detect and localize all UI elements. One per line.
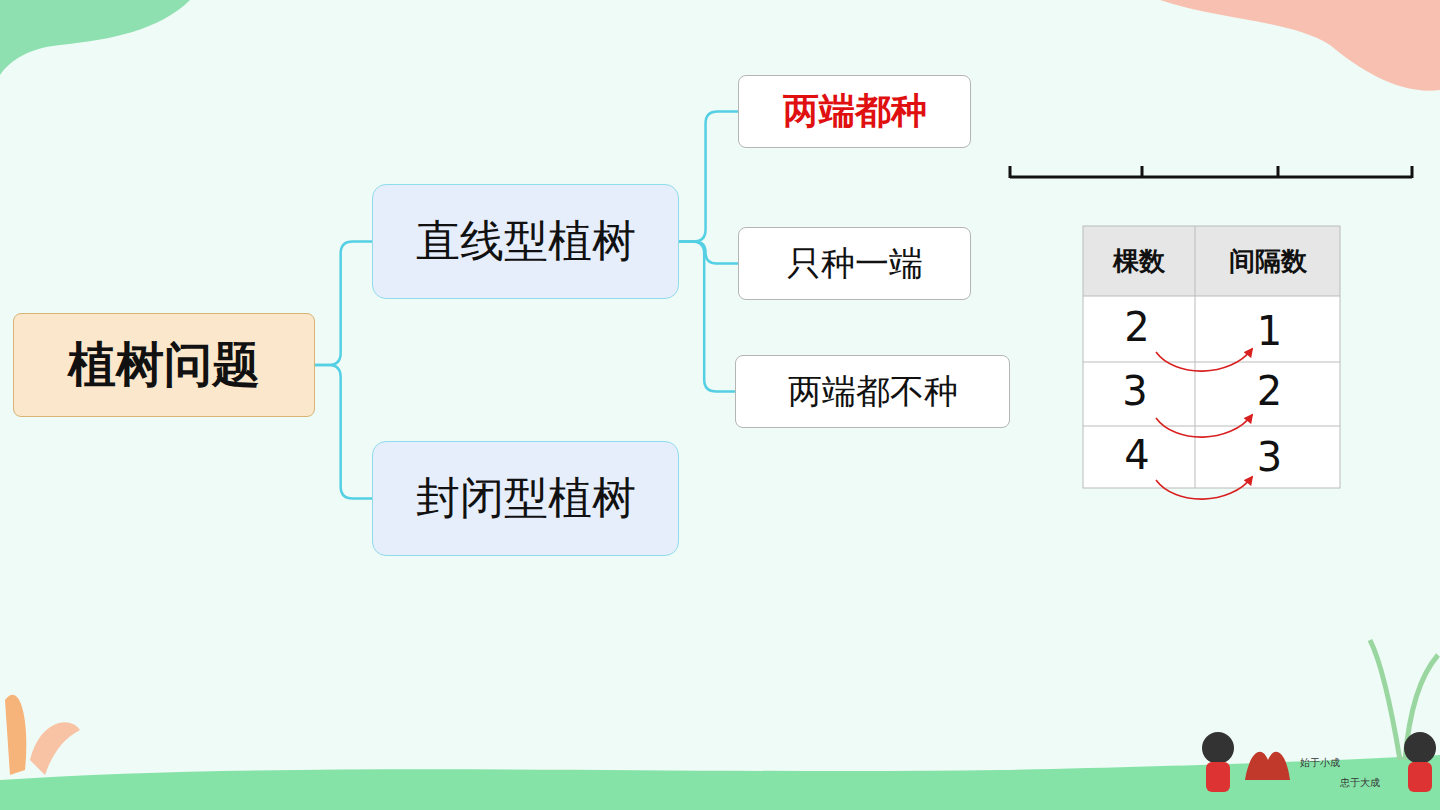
mind-map-node: 两端都种 bbox=[738, 75, 971, 148]
bracket-connector bbox=[679, 242, 738, 264]
logo-text: 忠于大成 bbox=[1330, 776, 1390, 790]
mind-map-node: 只种一端 bbox=[738, 227, 971, 300]
plant bbox=[30, 722, 80, 775]
node-label: 直线型植树 bbox=[416, 212, 636, 271]
mind-map-node: 两端都不种 bbox=[735, 355, 1010, 428]
bracket-connector bbox=[315, 242, 372, 366]
mind-map-node: 直线型植树 bbox=[372, 184, 679, 299]
bracket-connector bbox=[679, 112, 738, 242]
corner-blob bbox=[1160, 0, 1440, 91]
mascot bbox=[1202, 732, 1234, 764]
mascot bbox=[1206, 762, 1230, 792]
bracket-connector bbox=[315, 365, 372, 499]
logo bbox=[1245, 752, 1290, 780]
table-cell: 1 bbox=[1199, 300, 1340, 362]
table-cell: 4 bbox=[1083, 426, 1191, 484]
logo-text: 始于小成 bbox=[1290, 756, 1350, 770]
corner-blob bbox=[0, 0, 190, 75]
mascot bbox=[1404, 732, 1436, 764]
node-label: 两端都种 bbox=[783, 87, 927, 136]
mind-map-node: 封闭型植树 bbox=[372, 441, 679, 556]
node-label: 封闭型植树 bbox=[416, 469, 636, 528]
node-label: 只种一端 bbox=[787, 241, 923, 287]
node-label: 植树问题 bbox=[68, 333, 260, 397]
table-cell: 2 bbox=[1083, 296, 1191, 358]
bracket-connector bbox=[679, 242, 735, 392]
node-label: 两端都不种 bbox=[788, 369, 958, 415]
segment-line bbox=[1010, 166, 1412, 178]
mascot bbox=[1408, 762, 1432, 792]
table-cell: 3 bbox=[1083, 362, 1187, 420]
mind-map-node: 植树问题 bbox=[13, 313, 315, 417]
ground-band bbox=[0, 755, 1440, 810]
table-cell: 棵数 bbox=[1083, 226, 1195, 296]
table-cell: 间隔数 bbox=[1195, 226, 1340, 296]
plant bbox=[5, 695, 26, 775]
table-cell: 3 bbox=[1199, 428, 1340, 486]
pair-arrow bbox=[1156, 349, 1252, 499]
table-cell: 2 bbox=[1199, 362, 1340, 420]
table-grid bbox=[1083, 226, 1340, 488]
